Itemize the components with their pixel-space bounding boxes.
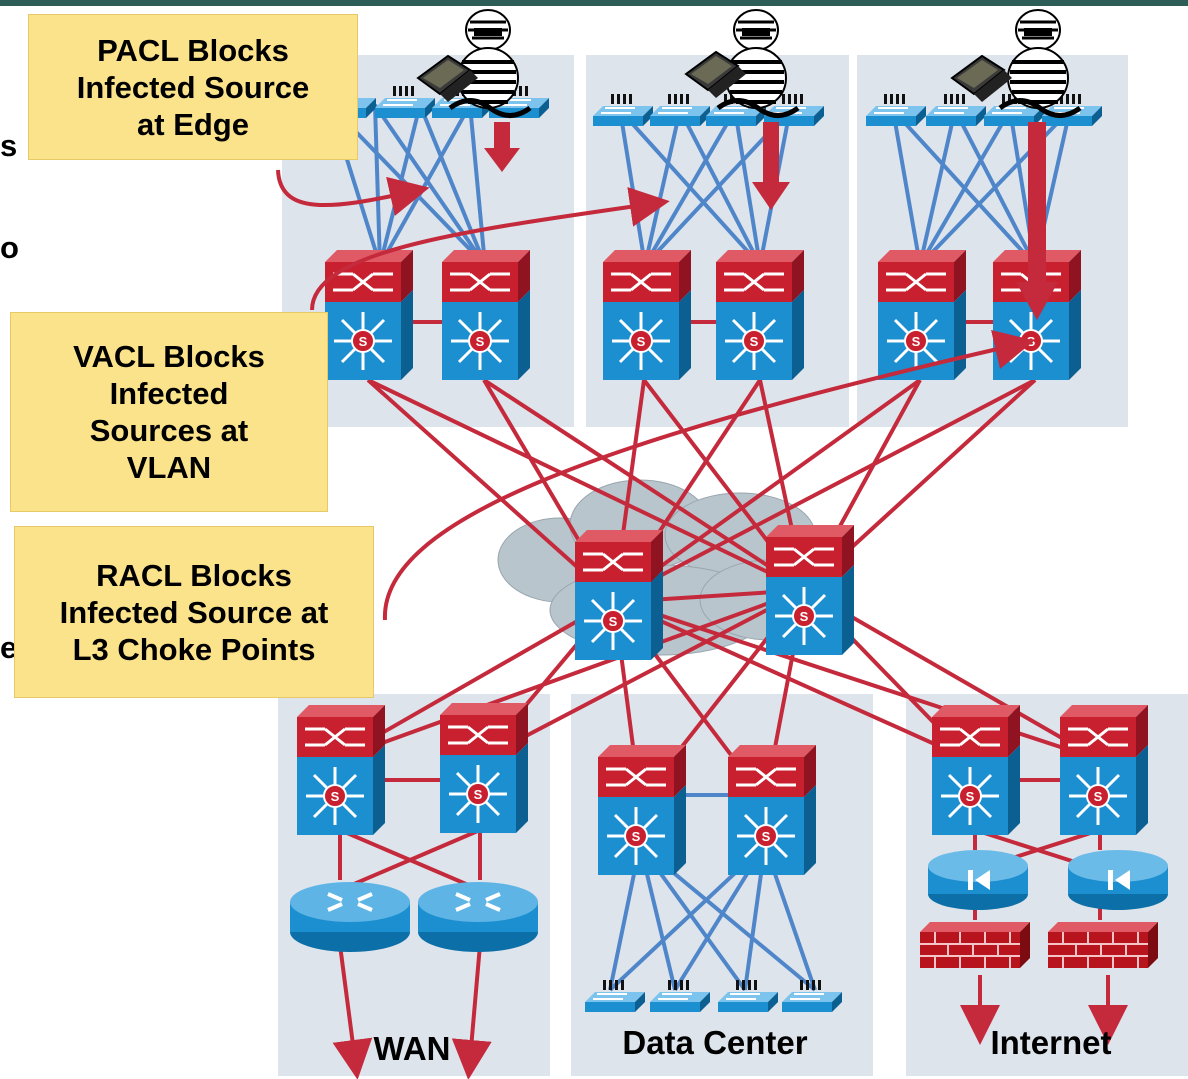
layer3-switch-icon (601, 248, 693, 382)
cropped-text-1: s (0, 128, 18, 163)
block-arrows (484, 122, 1058, 320)
racl-callout: RACL Blocks Infected Source at L3 Choke … (14, 526, 374, 698)
racl-callout-text: RACL Blocks Infected Source at L3 Choke … (59, 557, 329, 667)
cropped-text-2: o (0, 230, 19, 265)
router-icon (288, 880, 412, 954)
layer3-switch-icon (596, 743, 688, 877)
layer3-switch-icon (714, 248, 806, 382)
layer3-switch-icon (1058, 703, 1150, 837)
load-balancer-icon (928, 850, 1028, 910)
layer3-switch-icon (573, 528, 665, 662)
top-bar (0, 0, 1188, 6)
pacl-callout: PACL Blocks Infected Source at Edge (28, 14, 358, 160)
vacl-callout-text: VACL Blocks Infected Sources at VLAN (73, 339, 265, 485)
layer3-switch-icon (295, 703, 387, 837)
router-icon (416, 880, 540, 954)
data-center-label: Data Center (622, 1024, 808, 1061)
layer3-switch-icon (764, 523, 856, 657)
firewall-icon (1047, 921, 1159, 969)
load-balancer-icon (1068, 850, 1168, 910)
layer3-switch-icon (323, 248, 415, 382)
wan-label: WAN (373, 1030, 451, 1067)
internet-label: Internet (990, 1024, 1112, 1061)
cropped-text-3: e (0, 630, 18, 665)
vacl-callout: VACL Blocks Infected Sources at VLAN (10, 312, 328, 512)
firewall-icon (919, 921, 1031, 969)
layer3-switch-icon (440, 248, 532, 382)
layer3-switch-icon (438, 701, 530, 835)
layer3-switch-icon (726, 743, 818, 877)
pacl-callout-text: PACL Blocks Infected Source at Edge (76, 32, 310, 142)
exit-arrows (332, 944, 1128, 1079)
callout-arrows (276, 169, 1035, 621)
layer3-switch-icon (930, 703, 1022, 837)
